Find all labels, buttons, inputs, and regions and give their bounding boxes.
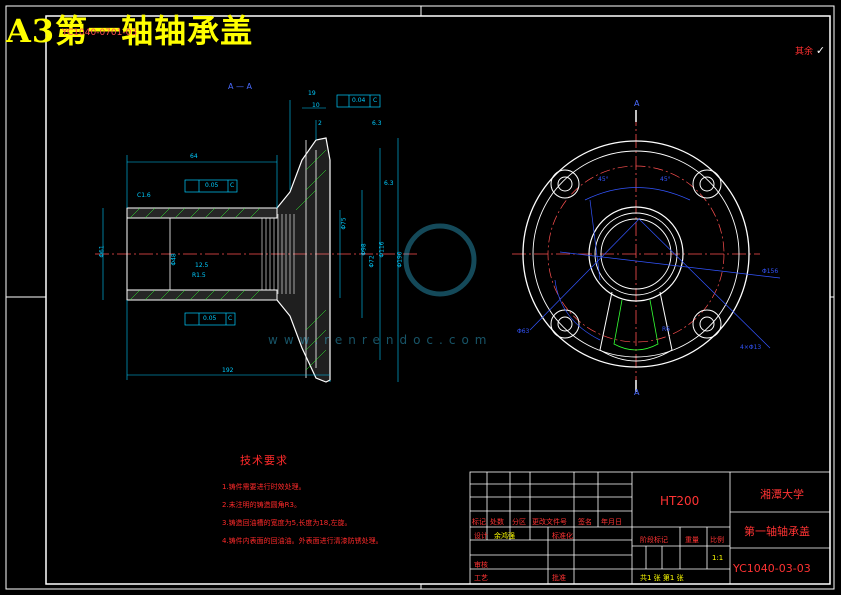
- bolt-pcd-circle: [547, 165, 725, 343]
- dim-2: 2: [318, 120, 322, 127]
- dim-roughness-63b: 6.3: [384, 180, 394, 187]
- drawing-code-cell: YC1040-03-03: [733, 562, 811, 575]
- tech-requirement-item: 2.未注明的铸造圆角R3。: [222, 501, 301, 509]
- gdt-top-value: 0.04: [352, 97, 366, 104]
- tb-standard-label: 标准化: [552, 532, 573, 540]
- watermark-logo: [403, 223, 477, 297]
- dim-slot-radius: R6: [662, 326, 670, 333]
- tech-requirement-item: 4.铸件内表面的回油油。外表面进行清漆防锈处理。: [222, 537, 383, 545]
- plan-view: [512, 110, 781, 392]
- dim-dia-190: Φ190: [396, 251, 404, 268]
- tb-stage-label: 阶段标记: [640, 536, 668, 544]
- dim-bore-61: Φ61: [98, 245, 106, 258]
- inner-frame: [45, 15, 831, 585]
- section-mark-bottom: A: [634, 388, 640, 397]
- gdt-mid-value: 0.05: [205, 182, 219, 189]
- flange-outer-circle: [522, 140, 750, 368]
- gdt-low-datum: C: [228, 315, 233, 322]
- roughness-symbol-icon: ✓: [815, 44, 826, 57]
- tb-weight-label: 重量: [685, 536, 699, 544]
- tb-header-change: 更改文件号: [532, 518, 567, 526]
- dim-roughness-125: 12.5: [195, 262, 209, 269]
- gdt-mid-datum: C: [230, 182, 235, 189]
- dim-19: 19: [308, 90, 316, 97]
- section-view: [95, 94, 420, 383]
- tb-process-label: 工艺: [474, 574, 488, 582]
- section-mark-top: A: [634, 99, 640, 108]
- tb-header-count: 处数: [490, 518, 504, 526]
- zone-ticks: [6, 6, 834, 589]
- gdt-low-value: 0.05: [203, 315, 217, 322]
- tb-header-zone: 分区: [512, 518, 526, 526]
- dim-dia-75: Φ75: [340, 217, 348, 230]
- tube-wall-top: [126, 207, 278, 219]
- drawing-title: A3第一轴轴承盖: [6, 6, 253, 52]
- gdt-frames: [184, 94, 381, 326]
- dim-bolt-holes: 4×Φ13: [740, 344, 762, 351]
- title-block-grid: [469, 471, 831, 585]
- watermark-text: www.renrendoc.com: [268, 333, 493, 347]
- tb-header-sign: 签名: [578, 518, 592, 526]
- roughness-note-text: 其余: [795, 47, 814, 57]
- dim-dia-116: Φ116: [378, 241, 386, 258]
- school-cell: 湘潭大学: [760, 488, 804, 501]
- section-dimension-lines: [102, 100, 399, 382]
- dim-angle-right: 45°: [660, 176, 671, 183]
- tb-design-label: 设计: [474, 532, 488, 540]
- tb-sheets: 共1 张 第1 张: [640, 574, 684, 582]
- dim-pcd: Φ156: [762, 268, 779, 275]
- dim-total-length: 192: [222, 367, 234, 374]
- tech-requirement-item: 1.铸件需要进行时效处理。: [222, 483, 306, 491]
- dim-dia-72: Φ72: [368, 255, 376, 268]
- tube-wall-bottom: [126, 289, 278, 301]
- oil-groove-threads: [261, 214, 295, 294]
- tb-approve-label: 批准: [552, 574, 566, 582]
- dim-dia-98: Φ98: [360, 243, 368, 256]
- dim-oil-hole: Φ63: [517, 328, 530, 335]
- dim-chamfer: C1.6: [137, 192, 151, 199]
- dim-bore-48: Φ48: [170, 253, 178, 266]
- tech-requirements-heading: 技术要求: [240, 454, 288, 467]
- flange-outline: [276, 137, 331, 383]
- dim-roughness-63: 6.3: [372, 120, 382, 127]
- dim-radius: R1.5: [192, 272, 206, 279]
- gdt-top-datum: C: [373, 97, 378, 104]
- material-cell: HT200: [660, 494, 700, 508]
- dim-10: 10: [312, 102, 320, 109]
- part-name-cell: 第一轴轴承盖: [744, 525, 810, 538]
- section-label: A — A: [228, 82, 253, 91]
- dim-length-64: 64: [190, 153, 198, 160]
- tech-requirements: 技术要求 1.铸件需要进行时效处理。 2.未注明的铸造圆角R3。 3.铸造回油槽…: [222, 452, 383, 550]
- plan-dimension-lines: [529, 187, 781, 349]
- tech-requirement-item: 3.铸造回油槽的宽度为5,长度为18,左旋。: [222, 519, 352, 527]
- tb-header-mark: 标记: [472, 518, 486, 526]
- drawing-title-text: A3第一轴轴承盖: [6, 12, 254, 50]
- drawing-number-under-title: YC1040-0701-03: [62, 28, 138, 38]
- tb-review-label: 审核: [474, 561, 488, 569]
- hatch-lines: [129, 149, 327, 371]
- tb-scale-value: 1:1: [712, 554, 724, 562]
- tb-scale-label: 比例: [710, 536, 724, 544]
- tb-header-date: 年月日: [601, 518, 622, 526]
- tb-designer: 余鸿强: [494, 532, 515, 540]
- roughness-note: 其余 ✓: [795, 44, 825, 57]
- dim-angle-left: 45°: [598, 176, 609, 183]
